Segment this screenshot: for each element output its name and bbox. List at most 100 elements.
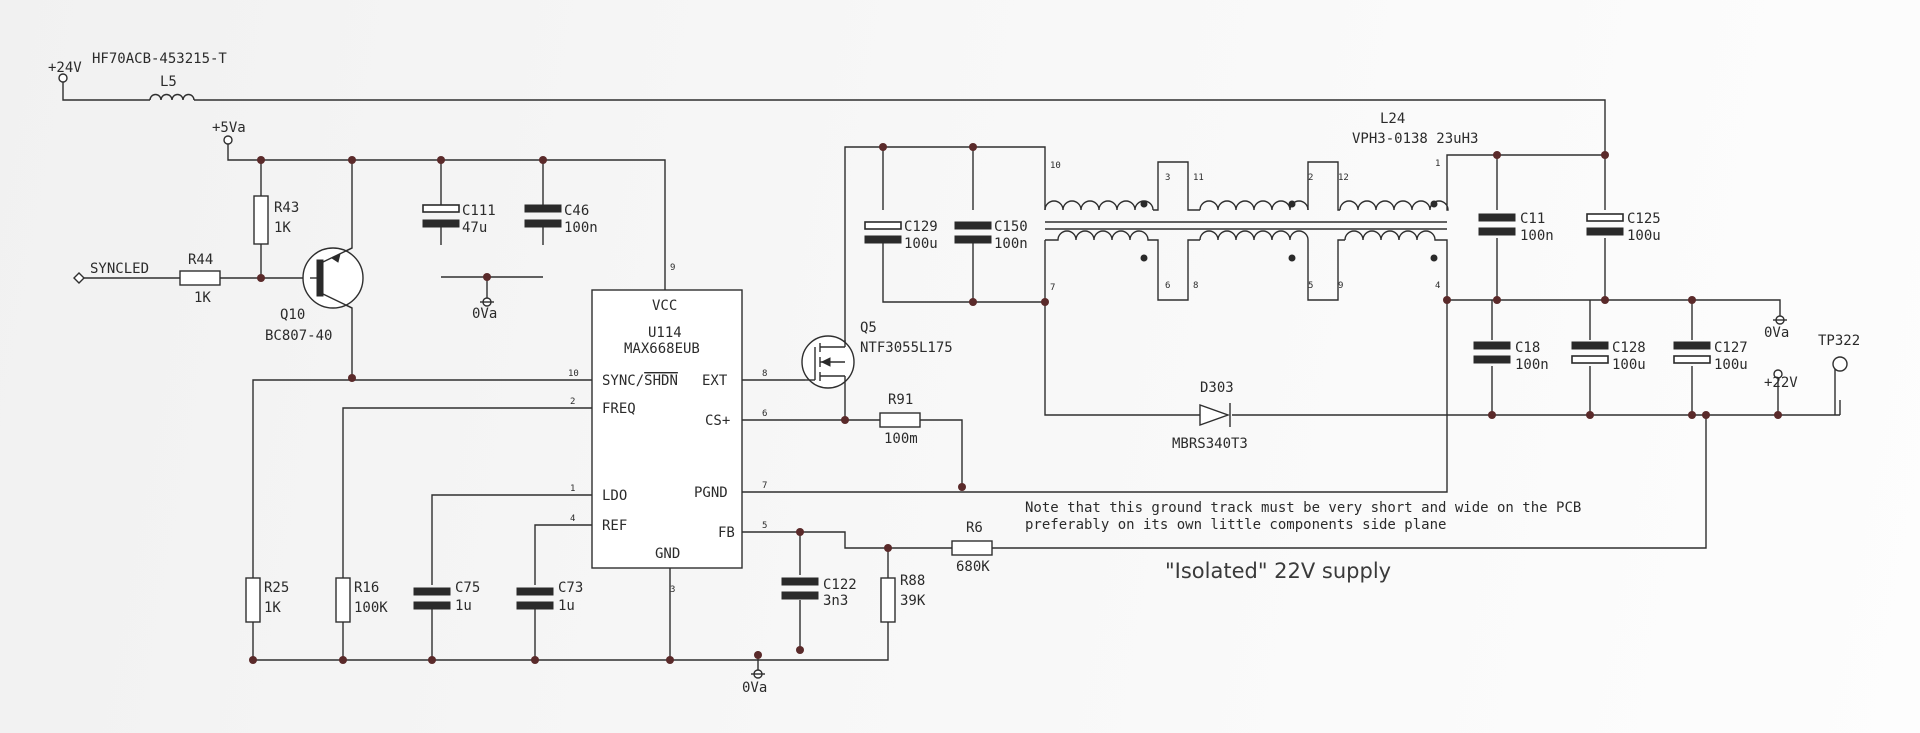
capacitor-c125: C125 100u [1586, 211, 1661, 244]
c125-value: 100u [1627, 228, 1661, 244]
c127-value: 100u [1714, 357, 1748, 373]
u114-pin-number-ext: 8 [762, 369, 767, 379]
c46-ref: C46 [564, 203, 589, 219]
r91-ref: R91 [888, 392, 913, 408]
u114-ref: U114 [648, 325, 682, 341]
l24-pin-6: 7 [1050, 283, 1055, 293]
r44-value: 1K [194, 290, 211, 306]
u114-pin-number-freq: 2 [570, 397, 575, 407]
c73-value: 1u [558, 598, 575, 614]
u114-pin-number-ref: 4 [570, 514, 575, 524]
resistor-r91: R91 100m [879, 392, 921, 447]
c150-value: 100n [994, 236, 1028, 252]
c18-value: 100n [1515, 357, 1549, 373]
u114-pin-number-sync: 10 [568, 369, 579, 379]
c122-value: 3n3 [823, 593, 848, 609]
capacitor-c150: C150 100n [954, 219, 1028, 252]
ground-top: 0Va [472, 297, 497, 322]
d303-value: MBRS340T3 [1172, 436, 1248, 452]
u114-pin-ref-label: REF [602, 518, 627, 534]
r43-value: 1K [274, 220, 291, 236]
u114-pin-number-gnd: 3 [670, 585, 675, 595]
c125-ref: C125 [1627, 211, 1661, 227]
u114-pin-number-fb: 5 [762, 521, 767, 531]
r16-ref: R16 [354, 580, 379, 596]
c73-ref: C73 [558, 580, 583, 596]
u114-pin-gnd-label: GND [655, 546, 680, 562]
transformer-l24: L24 VPH3-0138 23uH3 10 3 11 2 12 1 7 6 [1044, 111, 1478, 301]
r6-ref: R6 [966, 520, 983, 536]
u114-pin-pgnd-label: PGND [694, 485, 728, 501]
r25-value: 1K [264, 600, 281, 616]
capacitor-c128: C128 100u [1571, 340, 1646, 373]
q10-ref: Q10 [280, 307, 305, 323]
junction-dots [249, 143, 1782, 664]
net-label-0va-right: 0Va [1764, 325, 1789, 341]
net-label-22v: +22V [1764, 375, 1798, 391]
syncled-port: SYNCLED [73, 261, 149, 284]
test-point-tp322: TP322 [1818, 333, 1860, 372]
q5-value: NTF3055L175 [860, 340, 953, 356]
u114-pin-number-ldo: 1 [570, 484, 575, 494]
u114-pin-vcc-label: VCC [652, 298, 677, 314]
c128-value: 100u [1612, 357, 1646, 373]
resistor-r6: R6 680K [951, 520, 993, 575]
c46-value: 100n [564, 220, 598, 236]
q10-value: BC807-40 [265, 328, 332, 344]
inductor-l5: L5 HF70ACB-453215-T [92, 51, 227, 101]
l24-value: VPH3-0138 23uH3 [1352, 131, 1478, 147]
c11-value: 100n [1520, 228, 1554, 244]
diagram-title: "Isolated" 22V supply [1165, 559, 1391, 583]
q5-ref: Q5 [860, 320, 877, 336]
capacitor-c11: C11 100n [1478, 211, 1554, 244]
c75-ref: C75 [455, 580, 480, 596]
l5-ref: L5 [160, 74, 177, 90]
l24-pin-3: 2 [1308, 173, 1313, 183]
r91-value: 100m [884, 431, 918, 447]
r88-value: 39K [900, 593, 926, 609]
power-5va: +5Va [212, 120, 246, 145]
r88-ref: R88 [900, 573, 925, 589]
r25-ref: R25 [264, 580, 289, 596]
ground-right: 0Va [1764, 315, 1789, 341]
u114-pin-ext-label: EXT [702, 373, 728, 389]
l24-ref: L24 [1380, 111, 1405, 127]
c111-value: 47u [462, 220, 487, 236]
c75-value: 1u [455, 598, 472, 614]
c122-ref: C122 [823, 577, 857, 593]
capacitor-c129: C129 100u [864, 219, 938, 252]
capacitor-c111: C111 47u [422, 203, 496, 236]
capacitor-c46: C46 100n [524, 203, 598, 236]
c18-ref: C18 [1515, 340, 1540, 356]
power-24v: +24V [48, 60, 82, 83]
l24-pin-8: 8 [1193, 281, 1198, 291]
c127-ref: C127 [1714, 340, 1748, 356]
r44-ref: R44 [188, 252, 213, 268]
capacitor-c127: C127 100u [1673, 340, 1748, 373]
c150-ref: C150 [994, 219, 1028, 235]
r6-value: 680K [956, 559, 990, 575]
wires [62, 80, 1841, 672]
l24-pin-4: 12 [1338, 173, 1349, 183]
u114-pin-fb-label: FB [718, 525, 735, 541]
u114-pin-freq-label: FREQ [602, 401, 636, 417]
note-line-1: Note that this ground track must be very… [1025, 500, 1581, 516]
net-label-tp322: TP322 [1818, 333, 1860, 349]
l24-pin-2: 11 [1193, 173, 1204, 183]
r16-value: 100K [354, 600, 388, 616]
capacitor-c75: C75 1u [413, 580, 480, 614]
transistor-q10: Q10 BC807-40 [265, 247, 364, 344]
diode-d303: D303 MBRS340T3 [1172, 380, 1248, 452]
l24-pin-9: 5 [1308, 281, 1313, 291]
c11-ref: C11 [1520, 211, 1545, 227]
net-label-24v: +24V [48, 60, 82, 76]
resistor-r88: R88 39K [880, 573, 926, 623]
c128-ref: C128 [1612, 340, 1646, 356]
u114-value: MAX668EUB [624, 341, 700, 357]
r43-ref: R43 [274, 200, 299, 216]
u114-pin-cs-label: CS+ [705, 413, 730, 429]
c129-ref: C129 [904, 219, 938, 235]
resistor-r16: R16 100K [335, 577, 388, 623]
u114-pin-ldo-label: LDO [602, 488, 627, 504]
